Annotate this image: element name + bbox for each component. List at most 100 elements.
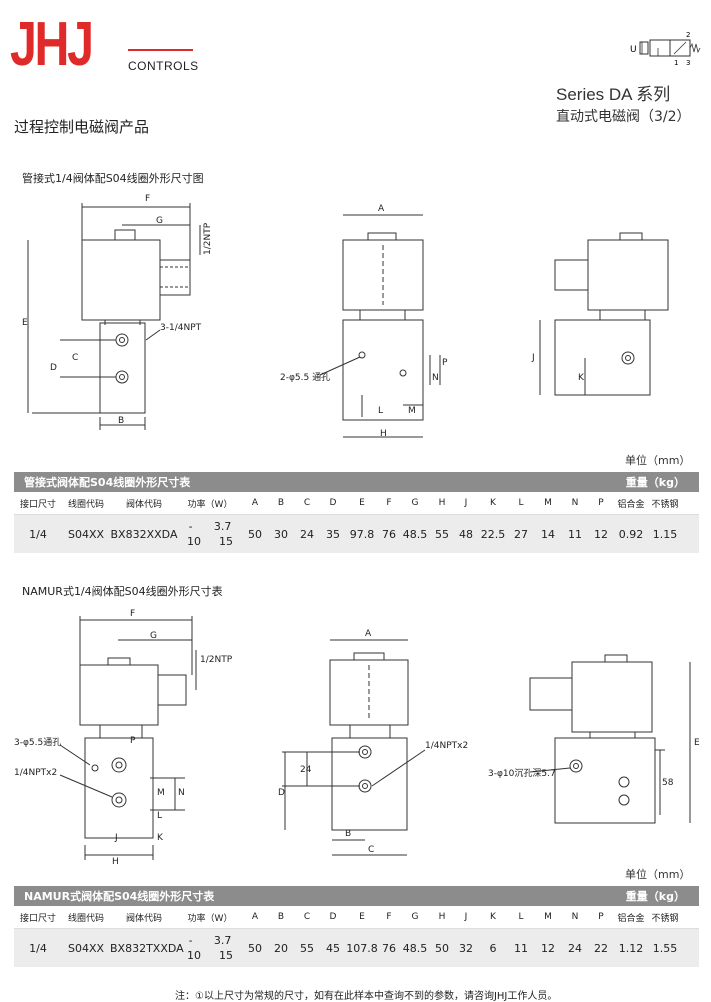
cell-j: 48	[459, 527, 473, 541]
col-body: 阀体代码	[125, 499, 162, 510]
col-coil: 线圈代码	[67, 913, 104, 924]
s2-label-a: A	[365, 629, 372, 639]
s2-label-f: F	[130, 609, 135, 619]
col-port: 接口尺寸	[19, 913, 56, 924]
table1-weight: 重量（kg）	[625, 476, 685, 489]
s1-label-m: M	[408, 406, 416, 416]
col-n: N	[571, 912, 579, 922]
cell-steel: 1.55	[652, 941, 678, 955]
cell-a: 50	[248, 527, 262, 541]
cell-port: 1/4	[29, 941, 47, 955]
col-coil: 线圈代码	[67, 499, 104, 510]
col-m: M	[544, 912, 552, 922]
cell-coil: S04XX	[67, 527, 105, 541]
s1-label-e: E	[22, 318, 28, 328]
table2-header: NAMUR式阀体配S04线圈外形尺寸表 重量（kg）	[14, 886, 699, 906]
cell-g: 48.5	[402, 527, 428, 541]
cell-k: 22.5	[480, 527, 506, 541]
s1-label-l: L	[378, 406, 383, 416]
cell-b: 30	[274, 527, 288, 541]
s2-label-h: H	[112, 857, 119, 865]
cell-g: 48.5	[402, 941, 428, 955]
table2-weight: 重量（kg）	[625, 890, 685, 903]
section1-drawing: F G 1/2NTP E 3-1/4NPT C D B A 2-φ5.5 通孔 …	[22, 194, 669, 439]
col-e: E	[359, 498, 365, 508]
col-f: F	[386, 912, 392, 922]
cell-k: 6	[489, 941, 497, 955]
col-e: E	[359, 912, 365, 922]
s2-label-p: P	[130, 736, 136, 746]
s1-label-h: H	[380, 429, 387, 439]
symbol-port-3: 3	[686, 59, 690, 67]
table1-title: 管接式阀体配S04线圈外形尺寸表	[24, 476, 191, 489]
s1-label-d: D	[50, 363, 57, 373]
s2-label-npt-two-b: 1/4NPTx2	[425, 741, 468, 751]
col-aluminum: 铝合金	[617, 499, 645, 510]
s2-label-j: J	[114, 833, 118, 843]
cell-body: BX832XXDA	[110, 527, 178, 541]
cell-coil: S04XX	[67, 941, 105, 955]
power-a1: -	[188, 934, 193, 947]
brand-logo: JHJ	[10, 10, 94, 79]
table2-title: NAMUR式阀体配S04线圈外形尺寸表	[24, 890, 215, 903]
col-power: 功率（W）	[187, 499, 233, 510]
s2-label-58: 58	[662, 778, 674, 788]
col-steel: 不锈钢	[651, 499, 679, 510]
product-line: 过程控制电磁阀产品	[14, 118, 150, 136]
s2-label-e: E	[694, 738, 700, 748]
cell-e: 97.8	[349, 527, 375, 541]
section2-unit: 单位（mm）	[625, 868, 691, 881]
col-g: G	[411, 912, 419, 922]
col-p: P	[598, 912, 604, 922]
s1-label-hole: 2-φ5.5 通孔	[280, 372, 330, 383]
table1-column-headers: 接口尺寸 线圈代码 阀体代码 功率（W） A B C D E F G H J K…	[14, 492, 699, 515]
cell-aluminum: 1.12	[618, 941, 644, 955]
cell-h: 50	[435, 941, 449, 955]
col-a: A	[251, 498, 259, 508]
cell-m: 12	[541, 941, 555, 955]
cell-aluminum: 0.92	[618, 527, 644, 541]
brand-subtitle: CONTROLS	[128, 59, 199, 73]
s2-label-n: N	[178, 788, 185, 798]
s2-label-counter: 3-φ10沉孔深5.7	[488, 768, 556, 779]
section2-caption: NAMUR式1/4阀体配S04线圈外形尺寸表	[22, 585, 223, 598]
col-c: C	[303, 912, 311, 922]
cell-j: 32	[459, 941, 473, 955]
power-a2: 3.7	[213, 934, 232, 947]
col-b: B	[277, 498, 285, 508]
cell-d: 35	[326, 527, 340, 541]
col-n: N	[571, 498, 579, 508]
cell-l: 27	[514, 527, 528, 541]
s1-label-c: C	[72, 353, 78, 363]
section1-caption: 管接式1/4阀体配S04线圈外形尺寸图	[22, 172, 204, 185]
cell-f: 76	[382, 527, 396, 541]
s1-label-n: N	[432, 373, 439, 383]
s1-label-k: K	[578, 373, 585, 383]
s2-label-l: L	[157, 811, 162, 821]
col-p: P	[598, 498, 604, 508]
s2-label-k: K	[157, 833, 164, 843]
s1-label-g: G	[156, 216, 163, 226]
cell-l: 11	[514, 941, 528, 955]
section2-table: NAMUR式阀体配S04线圈外形尺寸表 重量（kg） 接口尺寸 线圈代码 阀体代…	[14, 886, 699, 967]
power-b2: 15	[219, 949, 233, 962]
table1-header: 管接式阀体配S04线圈外形尺寸表 重量（kg）	[14, 472, 699, 492]
s1-label-a: A	[378, 204, 385, 214]
cell-n: 24	[568, 941, 582, 955]
footnote: 注：①以上尺寸为常规的尺寸，如有在此样本中查询不到的参数，请咨询JHJ工作人员。	[175, 991, 558, 1002]
s1-label-p: P	[442, 358, 448, 368]
col-d: D	[329, 498, 337, 508]
col-f: F	[386, 498, 392, 508]
s1-label-f: F	[145, 194, 150, 204]
power-a2: 3.7	[213, 520, 232, 533]
col-h: H	[438, 498, 446, 508]
series-subtitle: 直动式电磁阀（3/2）	[556, 109, 691, 125]
col-c: C	[303, 498, 311, 508]
cell-p: 12	[594, 527, 608, 541]
s1-label-npt-half: 1/2NTP	[203, 222, 213, 255]
section1-unit: 单位（mm）	[625, 454, 691, 467]
col-k: K	[490, 498, 496, 508]
power-b1: 10	[187, 949, 201, 962]
col-j: J	[464, 912, 468, 922]
